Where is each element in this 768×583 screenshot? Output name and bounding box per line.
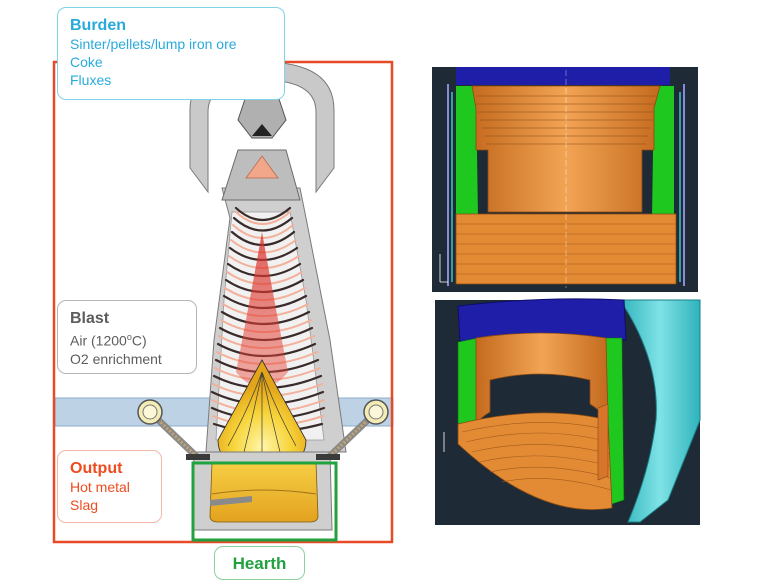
blast-item-air: Air (1200oC) <box>70 328 184 350</box>
tuyere-right <box>316 399 389 460</box>
tap-hole <box>210 496 252 506</box>
hearth-title: Hearth <box>232 554 287 573</box>
tuyere-left <box>137 399 210 460</box>
blast-air-text: Air (1200 <box>70 332 127 349</box>
burden-item-ore: Sinter/pellets/lump iron ore <box>70 36 237 52</box>
cad-copper-lining <box>475 332 609 426</box>
burden-item-coke: Coke <box>70 54 103 70</box>
blast-air-degree: o <box>126 332 132 342</box>
core-flow-lines <box>227 371 297 456</box>
cad-vertical-section <box>432 67 698 292</box>
cad-hearth-brickwork <box>455 213 677 285</box>
cohesive-zone <box>236 232 288 385</box>
hot-metal-pool <box>209 461 319 523</box>
cad-floor-brickwork <box>457 412 613 511</box>
cad-cooling-left <box>456 86 478 218</box>
blast-air-unit: C) <box>131 332 147 349</box>
slag-layer-line <box>211 489 317 495</box>
output-item-hot-metal: Hot metal <box>70 479 130 495</box>
burden-callout: Burden Sinter/pellets/lump iron ore Coke… <box>57 7 285 100</box>
output-item-slag: Slag <box>70 497 99 513</box>
cad-lining-upper <box>471 85 661 213</box>
blast-title: Blast <box>70 310 110 327</box>
bell-cone <box>252 124 272 136</box>
cad-cyan-shell <box>619 299 701 523</box>
output-title: Output <box>70 460 123 477</box>
furnace-cross-section <box>52 60 394 544</box>
burden-item-fluxes: Fluxes <box>70 72 112 88</box>
cad-green-staves <box>457 337 479 425</box>
hearth-highlight-frame <box>191 461 338 542</box>
blast-item-oxygen: O2 enrichment <box>70 350 162 367</box>
burden-title: Burden <box>70 17 126 34</box>
cad-top-shell-band <box>456 67 670 85</box>
cad-hearth-cutaway <box>435 298 701 525</box>
blast-callout: Blast Air (1200oC) O2 enrichment <box>57 300 197 374</box>
burden-layers <box>210 206 326 434</box>
hearth-callout: Hearth <box>214 546 305 580</box>
cad-cooling-right <box>652 86 674 218</box>
cad-floor-courses <box>461 422 612 491</box>
output-callout: Output Hot metal Slag <box>57 450 162 523</box>
stockline-charge <box>245 155 279 179</box>
